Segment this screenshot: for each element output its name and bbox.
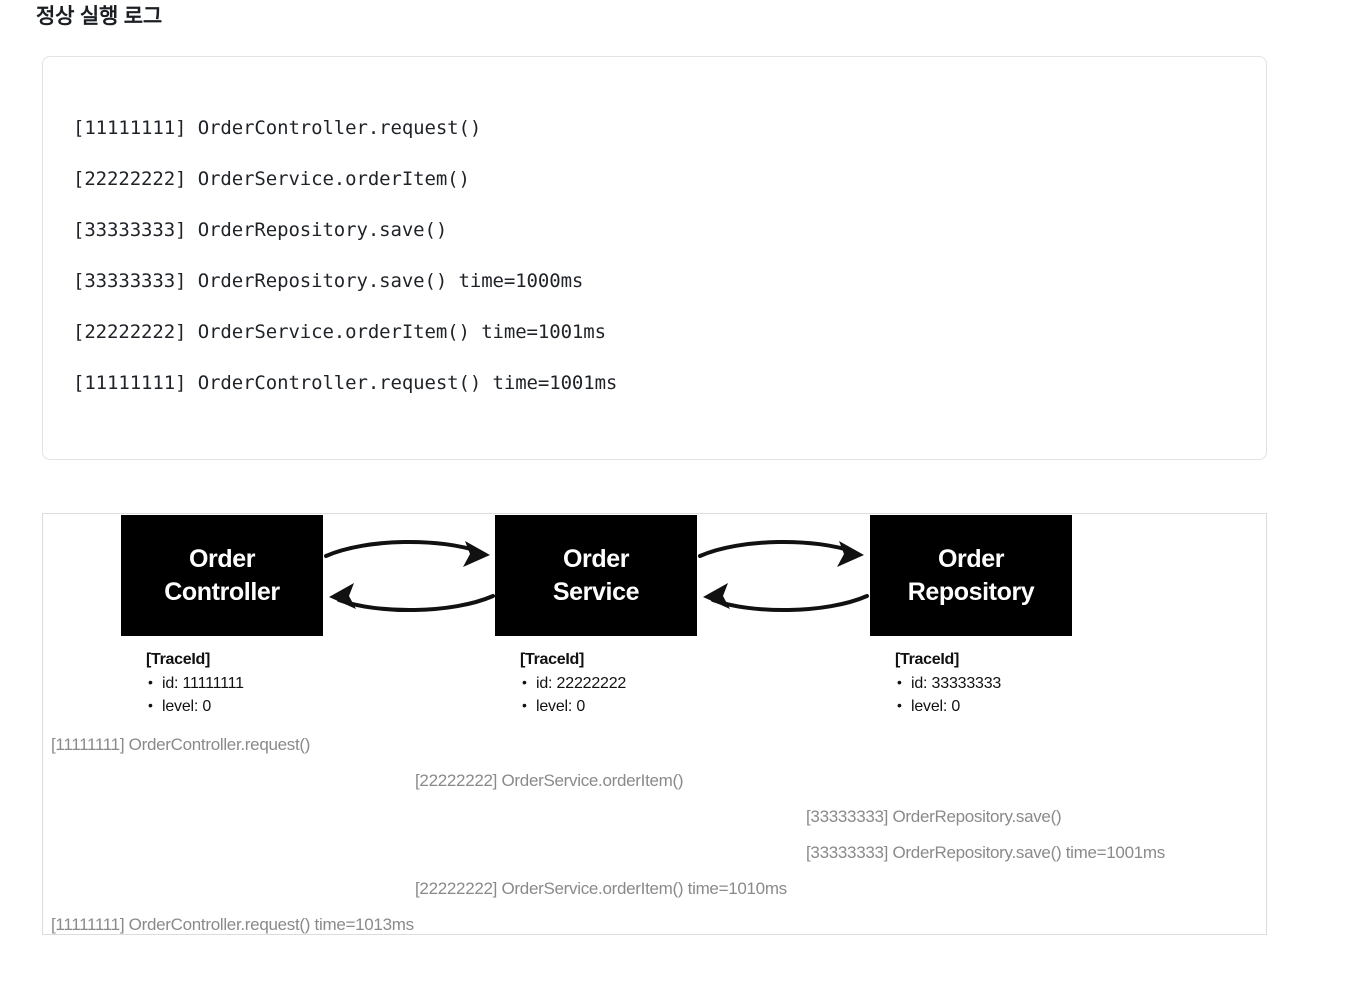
trace-info-list: id: 22222222 level: 0 <box>520 671 626 718</box>
node-order-repository: Order Repository <box>870 515 1072 636</box>
log-line: [22222222] OrderService.orderItem() <box>73 168 470 190</box>
node-title-line-1: Order <box>188 544 256 573</box>
arrow-left-head-icon <box>329 583 356 609</box>
arrow-right-head-icon <box>837 541 864 567</box>
node-order-controller: Order Controller <box>121 515 323 636</box>
trace-log-line: [22222222] OrderService.orderItem() time… <box>415 879 787 898</box>
trace-info-list: id: 11111111 level: 0 <box>146 671 244 718</box>
page-title: 정상 실행 로그 <box>36 5 162 28</box>
trace-info-order-controller: [TraceId] id: 11111111 level: 0 <box>146 648 244 718</box>
trace-log-line: [11111111] OrderController.request() tim… <box>51 915 414 934</box>
arrow-right-icon <box>698 539 856 558</box>
log-line: [33333333] OrderRepository.save() time=1… <box>73 270 584 292</box>
arrow-left-icon <box>337 594 495 613</box>
arrow-right-icon <box>324 539 482 558</box>
log-line: [11111111] OrderController.request() <box>73 117 482 139</box>
arrow-left-icon <box>711 594 869 613</box>
log-line: [11111111] OrderController.request() tim… <box>73 372 618 394</box>
node-title-line-2: Controller <box>164 577 280 606</box>
log-line: [22222222] OrderService.orderItem() time… <box>73 321 606 343</box>
trace-info-level: level: 0 <box>146 694 244 718</box>
trace-log-line: [11111111] OrderController.request() <box>51 735 311 754</box>
node-title-line-1: Order <box>937 544 1005 573</box>
arrow-right-head-icon <box>463 541 490 567</box>
trace-log-waterfall: [11111111] OrderController.request() [22… <box>43 734 1266 934</box>
trace-info-title: [TraceId] <box>146 651 210 668</box>
node-title-line-1: Order <box>562 544 630 573</box>
trace-info-title: [TraceId] <box>520 651 584 668</box>
trace-info-id: id: 22222222 <box>520 671 626 695</box>
arrow-pair-controller-service <box>322 528 497 624</box>
execution-log-block: [11111111] OrderController.request() [22… <box>42 56 1267 460</box>
trace-info-id: id: 33333333 <box>895 671 1001 695</box>
trace-info-level: level: 0 <box>895 694 1001 718</box>
log-line: [33333333] OrderRepository.save() <box>73 219 448 241</box>
trace-info-order-repository: [TraceId] id: 33333333 level: 0 <box>895 648 1001 718</box>
arrow-left-head-icon <box>703 583 730 609</box>
trace-log-line: [33333333] OrderRepository.save() time=1… <box>806 843 1165 862</box>
arrow-pair-service-repository <box>696 528 871 624</box>
node-title-line-2: Service <box>552 577 640 606</box>
trace-info-list: id: 33333333 level: 0 <box>895 671 1001 718</box>
trace-info-order-service: [TraceId] id: 22222222 level: 0 <box>520 648 626 718</box>
trace-info-title: [TraceId] <box>895 651 959 668</box>
node-title-line-2: Repository <box>907 577 1035 606</box>
trace-info-level: level: 0 <box>520 694 626 718</box>
trace-log-line: [22222222] OrderService.orderItem() <box>415 771 684 790</box>
trace-log-line: [33333333] OrderRepository.save() <box>806 807 1062 826</box>
node-order-service: Order Service <box>495 515 697 636</box>
trace-flow-diagram: Order Controller Order Service Order Rep… <box>42 513 1267 935</box>
trace-info-id: id: 11111111 <box>146 671 244 695</box>
